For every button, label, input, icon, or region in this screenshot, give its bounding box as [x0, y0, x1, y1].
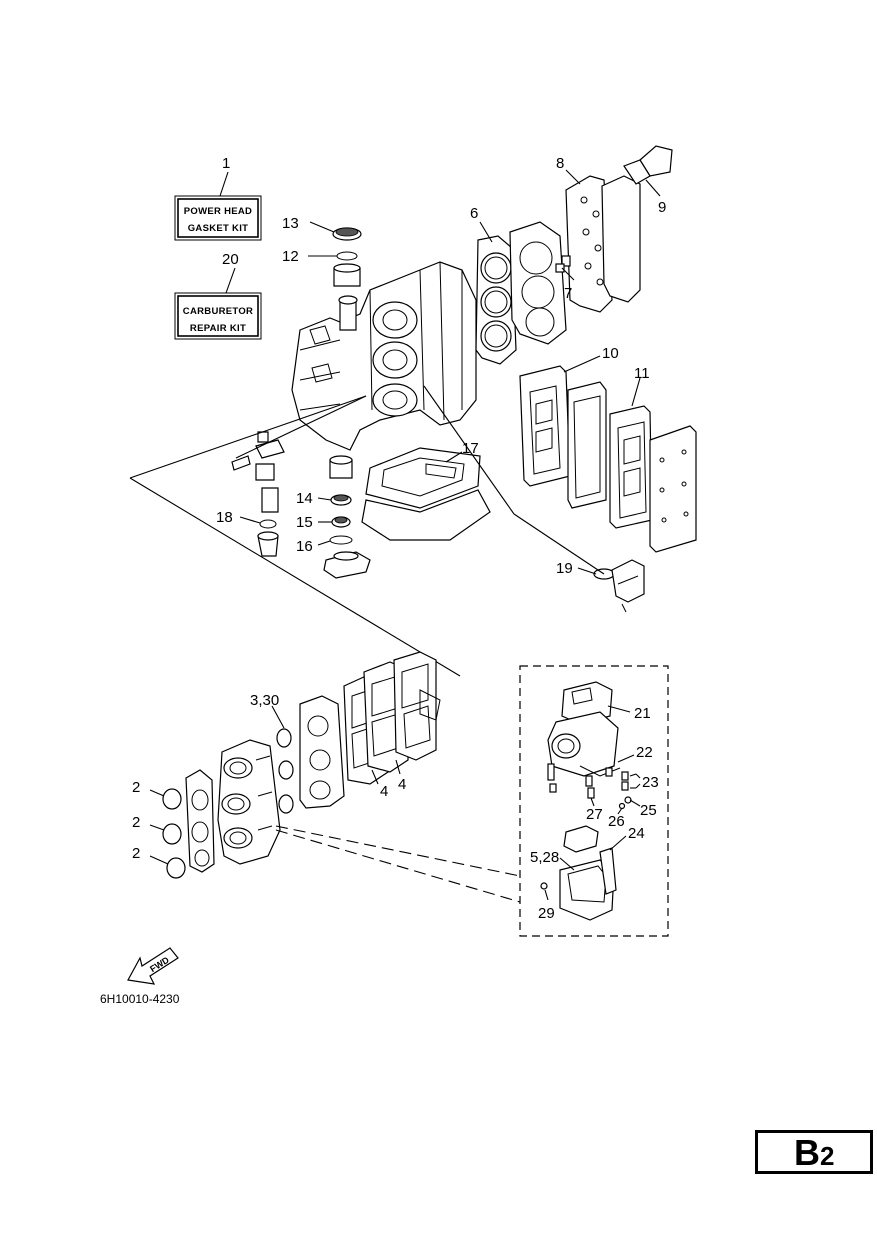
exhaust-inner-cover-gasket	[519, 365, 571, 487]
carburetor-kit-line1: CARBURETOR	[183, 306, 253, 317]
callout-10: 10	[602, 345, 619, 362]
fuel-pump	[593, 559, 645, 613]
head-cover	[601, 145, 673, 303]
callout-14: 14	[296, 490, 313, 507]
page-badge-digit: 2	[820, 1141, 835, 1171]
callout-2b: 2	[132, 814, 140, 831]
small-parts-25-26	[618, 796, 632, 810]
callout-16: 16	[296, 538, 313, 555]
intake-manifold	[217, 739, 281, 865]
pilot-screw-27	[587, 787, 595, 799]
callout-24: 24	[628, 825, 645, 842]
bolt-7	[555, 255, 571, 273]
power-head-gasket-kit-box: 1 POWER HEAD GASKET KIT	[174, 155, 262, 241]
head-cover-gasket	[565, 175, 613, 313]
callout-15: 15	[296, 514, 313, 531]
oil-seal-upper	[332, 227, 362, 287]
o-rings-3-30	[276, 728, 294, 814]
callout-19: 19	[556, 560, 573, 577]
callout-5-28: 5,28	[530, 849, 559, 866]
callout-13: 13	[282, 215, 299, 232]
reed-valve-gaskets-4	[343, 651, 441, 785]
carburetor-repair-kit-box: 20 CARBURETOR REPAIR KIT	[174, 251, 262, 340]
carburetor-assembly	[547, 681, 621, 793]
callout-23: 23	[642, 774, 659, 791]
exhaust-outer-cover	[649, 425, 697, 553]
callout-1: 1	[222, 155, 230, 172]
exhaust-inner-cover	[567, 381, 607, 509]
callout-22: 22	[636, 744, 653, 761]
fwd-arrow-icon: FWD	[127, 947, 179, 985]
callout-8: 8	[556, 155, 564, 172]
callout-26: 26	[608, 813, 625, 830]
diagram-code: 6H10010-4230	[100, 992, 180, 1006]
cylinder-head	[509, 221, 567, 345]
callout-4b: 4	[398, 776, 406, 793]
page-badge-letter: B	[794, 1132, 820, 1173]
callout-17: 17	[462, 440, 479, 457]
cylinder-block-illustration	[291, 261, 477, 451]
power-head-kit-line2: GASKET KIT	[188, 223, 249, 234]
callout-20: 20	[222, 251, 239, 268]
reed-valve-assembly	[299, 695, 345, 809]
exhaust-outer-cover-gasket	[609, 405, 653, 529]
callout-21: 21	[634, 705, 651, 722]
callout-6: 6	[470, 205, 478, 222]
callout-11: 11	[634, 365, 650, 382]
thermostat-parts	[231, 431, 285, 557]
callout-18: 18	[216, 509, 233, 526]
callout-2c: 2	[132, 845, 140, 862]
callout-29: 29	[538, 905, 555, 922]
callout-12: 12	[282, 248, 299, 265]
page-badge: B2	[755, 1130, 873, 1174]
float-chamber-parts	[540, 825, 617, 921]
intake-manifold-gasket	[185, 769, 215, 873]
callout-27: 27	[586, 806, 603, 823]
cylinder-head-gasket	[475, 235, 517, 365]
lower-oil-seal-housing	[323, 455, 371, 579]
o-rings-2	[162, 788, 186, 879]
callout-3-30: 3,30	[250, 692, 279, 709]
oil-pan-gasket	[361, 447, 491, 541]
power-head-kit-line1: POWER HEAD	[184, 206, 252, 217]
carburetor-kit-line2: REPAIR KIT	[190, 323, 246, 334]
callout-9: 9	[658, 199, 666, 216]
callout-4a: 4	[380, 783, 388, 800]
callout-2a: 2	[132, 779, 140, 796]
callout-25: 25	[640, 802, 657, 819]
callout-7: 7	[564, 285, 572, 302]
jets-23	[621, 771, 629, 791]
